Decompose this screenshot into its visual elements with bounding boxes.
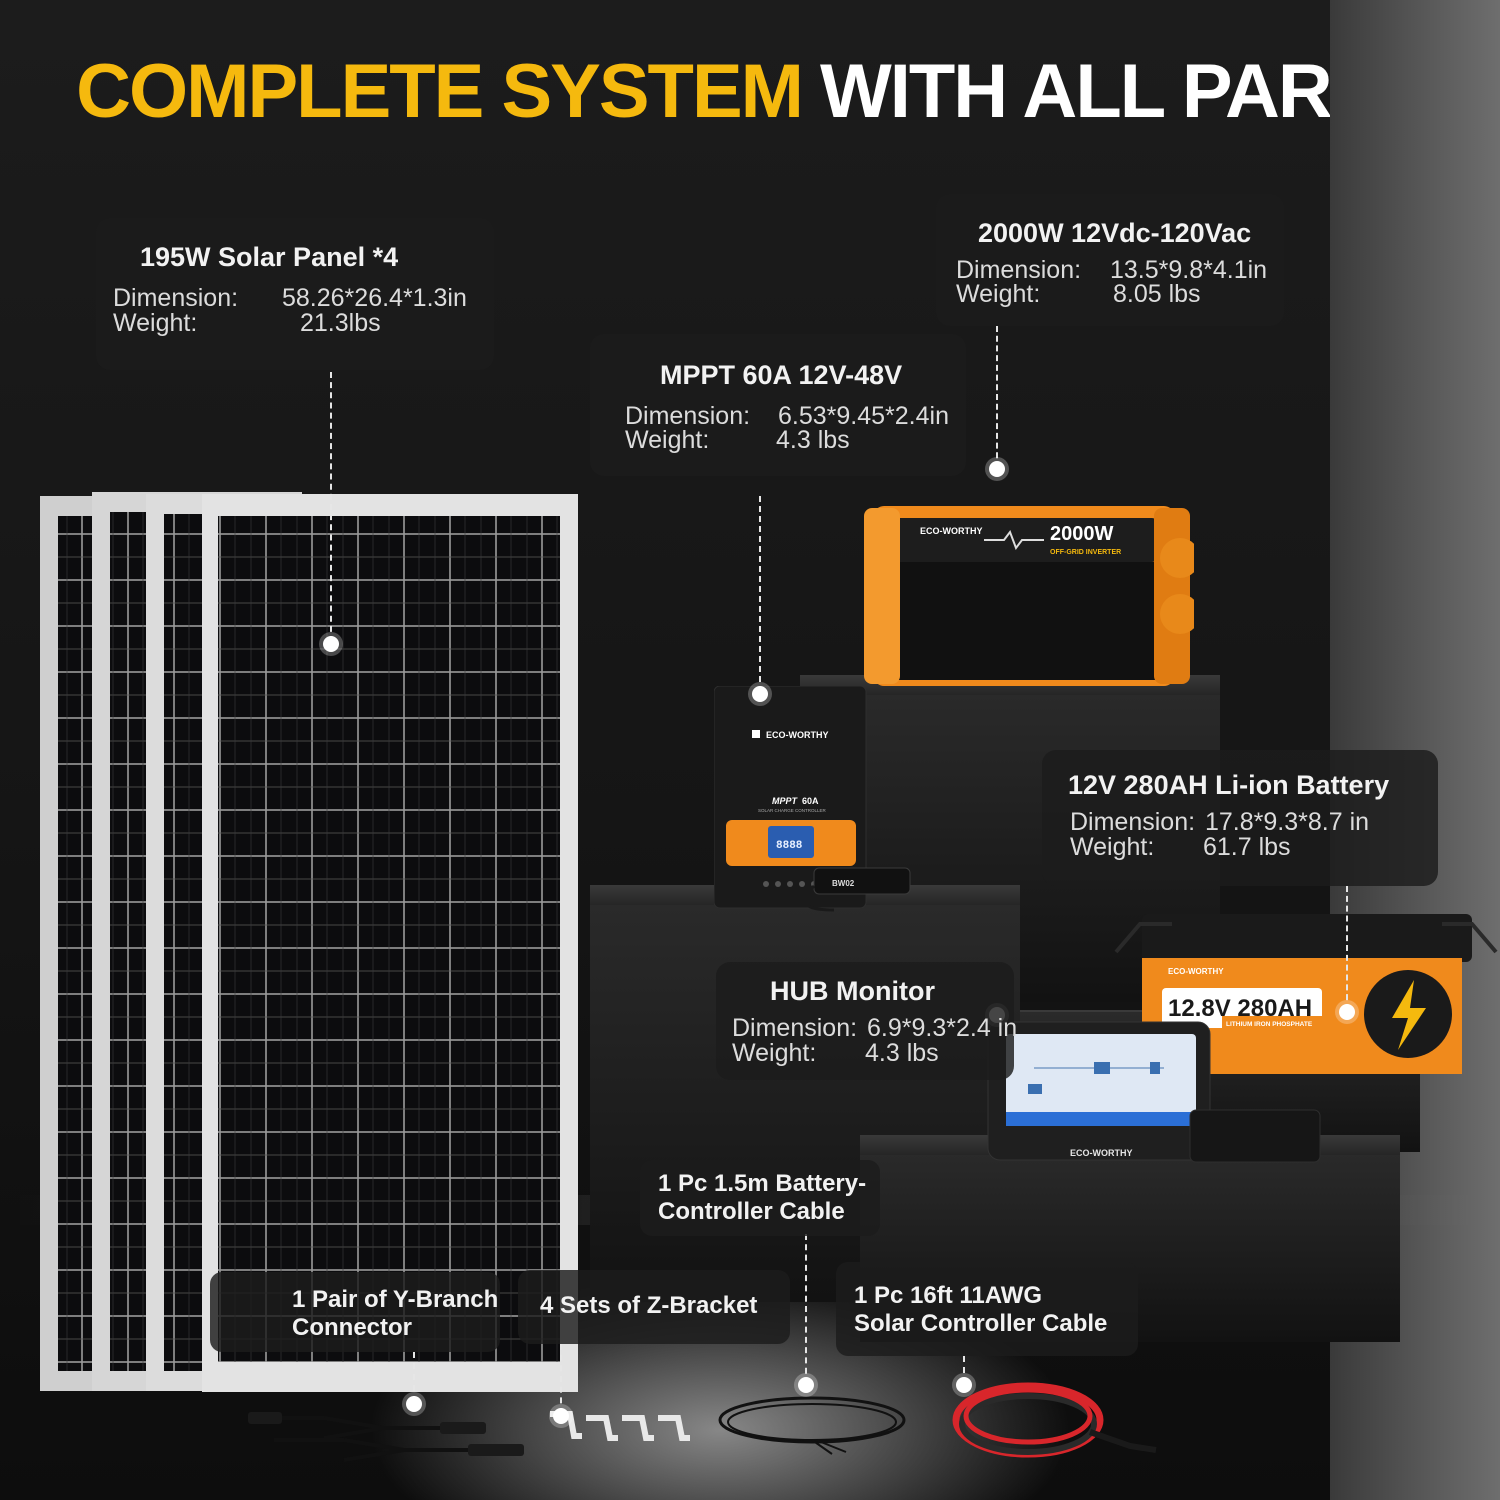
- marker-battery: [1339, 1004, 1355, 1020]
- solar-cable-line1: 1 Pc 16ft 11AWG: [854, 1282, 1043, 1309]
- hub-name: HUB Monitor: [770, 976, 935, 1006]
- title-highlight: COMPLETE SYSTEM: [76, 49, 804, 134]
- controller-brand-text: ECO-WORTHY: [766, 730, 829, 740]
- y-branch-line2: Connector: [292, 1314, 412, 1341]
- label-solar-panel: 195W Solar Panel *4 Dimension: 58.26*26.…: [96, 218, 494, 370]
- controller-display-text: 8888: [776, 840, 803, 852]
- caption-battery-cable: 1 Pc 1.5m Battery- Controller Cable: [640, 1160, 880, 1236]
- panel-name: 195W Solar Panel *4: [140, 242, 399, 272]
- leader-panel: [330, 372, 332, 642]
- label-inverter: 2000W 12Vdc-120Vac Dimension: 13.5*9.8*4…: [936, 194, 1284, 326]
- inverter-name: 2000W 12Vdc-120Vac: [978, 218, 1252, 248]
- z-bracket-line1: 4 Sets of Z-Bracket: [540, 1292, 758, 1319]
- controller-wt-label: Weight:: [625, 426, 710, 454]
- y-branch-line1: 1 Pair of Y-Branch: [292, 1286, 499, 1313]
- hub-wt-value: 4.3 lbs: [865, 1039, 939, 1067]
- battery-brand-text: ECO-WORTHY: [1168, 967, 1224, 976]
- inverter-dim-value: 13.5*9.8*4.1in: [1110, 256, 1268, 284]
- y-branch-connector-product: [248, 1412, 524, 1462]
- marker-panel: [323, 636, 339, 652]
- marker-inverter: [989, 461, 1005, 477]
- label-hub-monitor: HUB Monitor Dimension: 6.9*9.3*2.4 in We…: [716, 962, 1017, 1080]
- caption-solar-cable: 1 Pc 16ft 11AWG Solar Controller Cable: [836, 1262, 1138, 1356]
- label-battery: 12V 280AH Li-ion Battery Dimension: 17.8…: [1042, 750, 1438, 886]
- inverter-power-text: 2000W: [1050, 523, 1113, 545]
- inverter-specs: Dimension: 13.5*9.8*4.1in Weight: 8.05 l…: [956, 258, 1276, 318]
- controller-amp-text: 60A: [802, 796, 819, 806]
- label-mppt-controller: MPPT 60A 12V-48V Dimension: 6.53*9.45*2.…: [590, 334, 966, 476]
- panel-front: [202, 494, 578, 1392]
- panel-dim-label: Dimension:: [113, 284, 239, 312]
- title-rest: WITH ALL PARTS: [819, 49, 1426, 134]
- controller-name: MPPT 60A 12V-48V: [660, 360, 903, 390]
- battery-wt-value: 61.7 lbs: [1203, 833, 1291, 861]
- controller-specs: Dimension: 6.53*9.45*2.4in Weight: 4.3 l…: [625, 404, 965, 464]
- battery-dim-value: 17.8*9.3*8.7 in: [1205, 808, 1370, 836]
- controller-mppt-text: MPPT: [772, 796, 799, 806]
- hub-specs: Dimension: 6.9*9.3*2.4 in Weight: 4.3 lb…: [732, 1016, 1032, 1076]
- marker-z-bracket: [553, 1408, 569, 1424]
- inverter-product: ECO-WORTHY 2000W OFF-GRID INVERTER: [864, 506, 1194, 686]
- marker-y-branch: [406, 1396, 422, 1412]
- leader-battery-cable: [805, 1234, 807, 1384]
- marker-solar-cable: [956, 1377, 972, 1393]
- inverter-wt-label: Weight:: [956, 280, 1041, 308]
- panel-wt-value: 21.3lbs: [300, 309, 381, 337]
- leader-solar-cable: [963, 1356, 965, 1384]
- hub-dim-value: 6.9*9.3*2.4 in: [867, 1014, 1018, 1042]
- solar-cable-line2: Solar Controller Cable: [854, 1310, 1108, 1337]
- solar-controller-cable-product: [952, 1382, 1157, 1458]
- caption-y-branch: 1 Pair of Y-Branch Connector: [210, 1272, 500, 1352]
- caption-z-bracket: 4 Sets of Z-Bracket: [518, 1270, 790, 1344]
- controller-dim-label: Dimension:: [625, 402, 751, 430]
- controller-wt-value: 4.3 lbs: [776, 426, 850, 454]
- z-bracket-product: [550, 1411, 690, 1441]
- marker-controller: [752, 686, 768, 702]
- inverter-dim-label: Dimension:: [956, 256, 1082, 284]
- battery-product: 12.8V 280AH LITHIUM IRON PHOSPHATE ECO-W…: [1114, 914, 1498, 1074]
- hub-dim-label: Dimension:: [732, 1014, 858, 1042]
- battery-wt-label: Weight:: [1070, 833, 1155, 861]
- leader-controller: [759, 496, 761, 692]
- leader-inverter: [996, 326, 998, 468]
- battery-cable-line1: 1 Pc 1.5m Battery-: [658, 1170, 867, 1197]
- inverter-brand-text: ECO-WORTHY: [920, 526, 983, 536]
- battery-cable-line2: Controller Cable: [658, 1198, 845, 1225]
- lightning-icon: [1392, 980, 1426, 1050]
- controller-sub-text: SOLAR CHARGE CONTROLLER: [758, 808, 827, 813]
- battery-name: 12V 280AH Li-ion Battery: [1068, 770, 1390, 800]
- battery-chem-text: LITHIUM IRON PHOSPHATE: [1226, 1021, 1313, 1028]
- panel-wt-label: Weight:: [113, 309, 198, 337]
- battery-specs: Dimension: 17.8*9.3*8.7 in Weight: 61.7 …: [1070, 810, 1430, 870]
- marker-battery-cable: [798, 1377, 814, 1393]
- leader-battery: [1346, 886, 1348, 1010]
- panel-dim-value: 58.26*26.4*1.3in: [282, 284, 467, 312]
- hub-monitor-product: ECO-WORTHY: [987, 1021, 1321, 1163]
- bw-module-text: BW02: [832, 879, 855, 888]
- inverter-type-text: OFF-GRID INVERTER: [1050, 549, 1121, 556]
- mppt-controller-product: ECO-WORTHY MPPT 60A SOLAR CHARGE CONTROL…: [714, 686, 911, 912]
- solar-panels: [40, 492, 578, 1392]
- battery-controller-cable-product: [718, 1396, 906, 1455]
- controller-dim-value: 6.53*9.45*2.4in: [778, 402, 949, 430]
- leader-y-branch: [413, 1352, 415, 1402]
- leader-z-bracket: [560, 1344, 562, 1414]
- inverter-wt-value: 8.05 lbs: [1113, 280, 1201, 308]
- panel-specs: Dimension: 58.26*26.4*1.3in Weight: 21.3…: [113, 286, 483, 346]
- battery-dim-label: Dimension:: [1070, 808, 1196, 836]
- hub-wt-label: Weight:: [732, 1039, 817, 1067]
- hub-brand-text: ECO-WORTHY: [1070, 1148, 1133, 1158]
